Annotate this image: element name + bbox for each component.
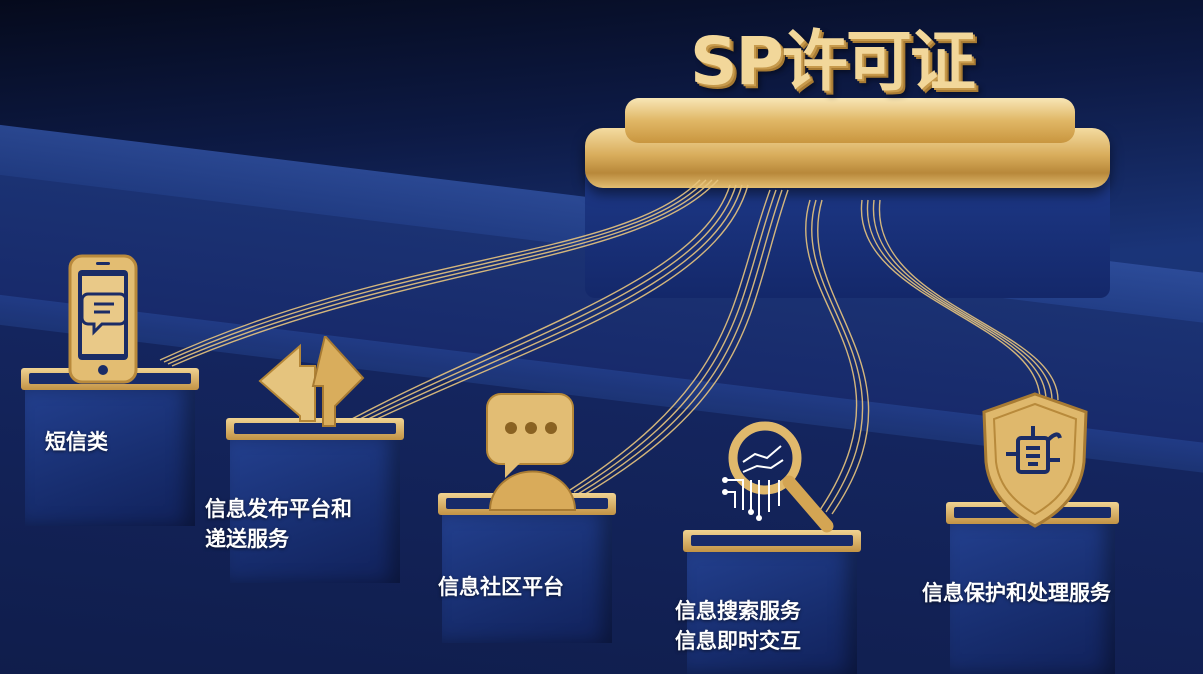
chat-bubble-icon (485, 392, 585, 516)
shield-chip-icon (980, 392, 1090, 532)
label-line: 递送服务 (205, 527, 289, 551)
category-label-protection: 信息保护和处理服务 (922, 581, 1111, 605)
platform-top (625, 98, 1075, 143)
license-platform (585, 88, 1110, 298)
smartphone-message-icon (68, 254, 140, 390)
license-title: SP许可证 (690, 23, 976, 100)
label-line: 信息搜索服务 (675, 599, 801, 623)
pedestal-publishing (226, 418, 404, 583)
magnifier-circuit-icon (715, 418, 845, 542)
label-line: 信息发布平台和 (205, 497, 352, 521)
category-label-sms: 短信类 (45, 430, 108, 454)
category-label-community: 信息社区平台 (438, 575, 564, 599)
pedestal-sms (21, 368, 199, 526)
forward-arrows-icon (255, 333, 365, 440)
category-label-publishing: 信息发布平台和 递送服务 (205, 494, 352, 554)
label-line: 信息即时交互 (675, 629, 801, 653)
category-label-search: 信息搜索服务 信息即时交互 (675, 596, 801, 656)
pedestal-search (683, 530, 861, 674)
